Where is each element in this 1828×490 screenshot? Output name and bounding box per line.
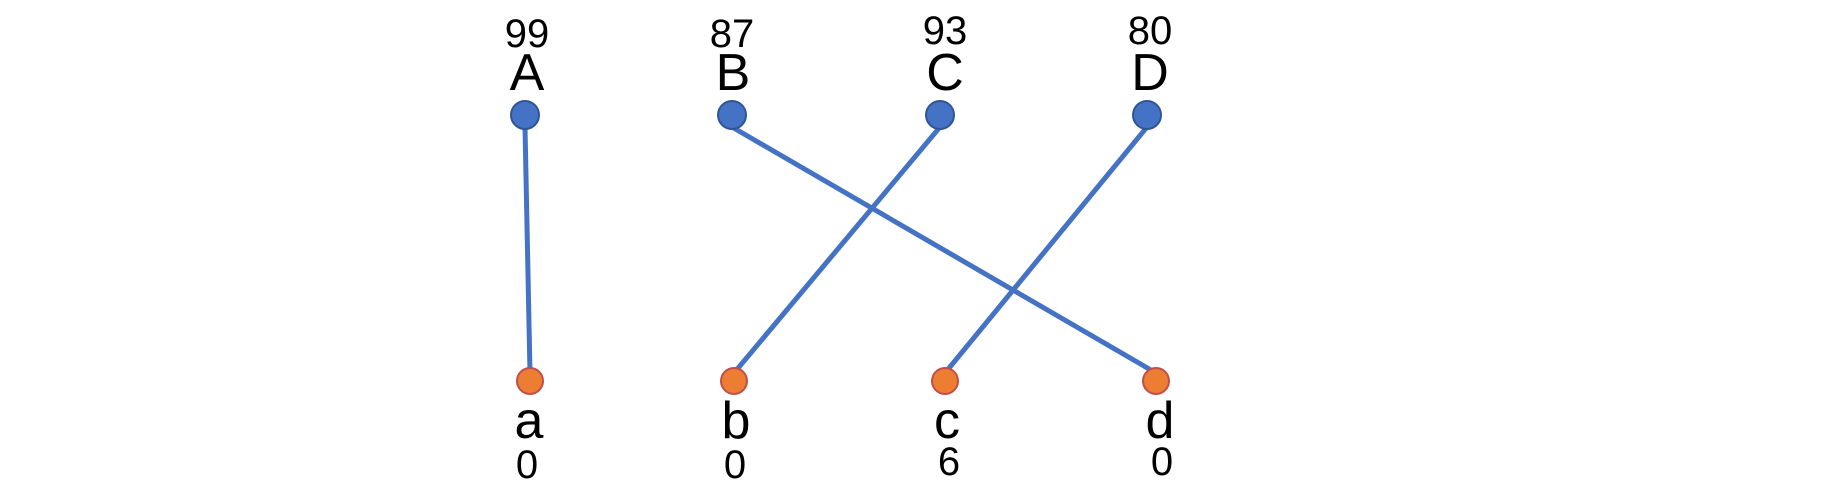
bottom-node-c-circle bbox=[931, 367, 959, 395]
bottom-node-c-label: c bbox=[934, 392, 960, 450]
bottom-node-b-label: b bbox=[722, 392, 751, 450]
top-node-C-circle bbox=[925, 100, 955, 130]
top-node-D-circle bbox=[1132, 100, 1162, 130]
edge-A-a bbox=[522, 124, 533, 376]
top-node-C-label: C bbox=[926, 44, 964, 102]
bottom-node-c-value: 6 bbox=[938, 440, 960, 484]
top-node-A-value: 99 bbox=[505, 12, 550, 56]
bottom-node-d-label: d bbox=[1146, 392, 1175, 450]
top-node-A: 99 A bbox=[505, 12, 550, 130]
top-node-B: 87 B bbox=[710, 12, 755, 130]
top-node-D: 80 D bbox=[1128, 9, 1173, 130]
top-node-B-label: B bbox=[716, 44, 751, 102]
top-node-D-label: D bbox=[1131, 44, 1169, 102]
top-node-B-value: 87 bbox=[710, 12, 755, 56]
edge-B-d bbox=[729, 124, 1159, 376]
bottom-node-d-value: 0 bbox=[1151, 440, 1173, 484]
top-node-A-label: A bbox=[510, 44, 545, 102]
bottom-node-d: d 0 bbox=[1142, 367, 1175, 484]
edges-layer bbox=[522, 124, 1159, 376]
bottom-node-a-value: 0 bbox=[516, 443, 538, 487]
bottom-node-b: b 0 bbox=[720, 367, 751, 487]
top-node-D-value: 80 bbox=[1128, 9, 1173, 53]
bottom-node-a-label: a bbox=[515, 392, 544, 450]
top-node-A-circle bbox=[510, 100, 540, 130]
bottom-node-d-circle bbox=[1142, 367, 1170, 395]
bottom-node-b-value: 0 bbox=[724, 443, 746, 487]
top-node-C: 93 C bbox=[923, 9, 968, 130]
bottom-node-c: c 6 bbox=[931, 367, 960, 484]
bottom-node-a-circle bbox=[516, 367, 544, 395]
bottom-node-b-circle bbox=[720, 367, 748, 395]
edge-D-c bbox=[942, 124, 1150, 376]
bottom-node-a: a 0 bbox=[515, 367, 544, 487]
top-node-C-value: 93 bbox=[923, 9, 968, 53]
top-node-B-circle bbox=[717, 100, 747, 130]
edge-C-b bbox=[731, 124, 943, 376]
